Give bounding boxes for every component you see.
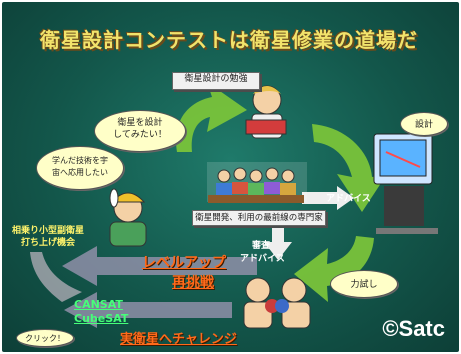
thinking-student-illustration	[109, 188, 147, 247]
rideshare-label: 相乗り小型副衛星 打ち上げ機会	[12, 226, 85, 248]
experts-label-box: 衛星開発、利用の最前線の専門家	[192, 210, 326, 226]
student-reading-illustration	[245, 85, 287, 139]
page-title: 衛星設計コンテストは衛星修業の道場だ	[40, 28, 418, 52]
real-satellite-link[interactable]: 実衛星へチャレンジ	[120, 332, 237, 347]
rechallenge-link[interactable]: 再挑戦	[172, 275, 214, 291]
cycle-arrow-top-left	[176, 82, 247, 152]
cycle-arrow-top-right	[312, 124, 387, 212]
advice-right-label: アドバイス	[326, 194, 371, 204]
click-bubble[interactable]: クリック！	[16, 329, 74, 347]
advice-bottom-label: アドバイス	[240, 254, 285, 264]
review-label: 審査	[252, 241, 271, 251]
cubesat-link[interactable]: CubeSAT	[74, 312, 129, 325]
power-test-illustration	[243, 277, 311, 329]
advice-arrow-right	[302, 186, 354, 210]
study-label: 衛星設計の勉強	[184, 74, 248, 84]
cycle-arrow-bottom-right	[294, 236, 374, 302]
return-arrow-left	[30, 252, 82, 302]
challenge-arrow	[64, 292, 232, 328]
apply-space-bubble: 学んだ技術を宇 宙へ応用したい	[36, 146, 124, 190]
experts-label: 衛星開発、利用の最前線の専門家	[195, 213, 323, 223]
want-design-bubble: 衛星を設計 してみたい！	[94, 110, 186, 152]
experts-audience-illustration	[207, 162, 307, 203]
level-up-link[interactable]: レベルアップ	[142, 255, 226, 271]
copyright-label: ©Satc	[382, 316, 445, 341]
computer-design-illustration	[373, 133, 438, 234]
study-label-box: 衛星設計の勉強	[172, 72, 260, 90]
cansat-link[interactable]: CANSAT	[74, 298, 123, 311]
level-up-arrow	[62, 246, 257, 286]
design-bubble: 設計	[400, 112, 448, 136]
review-arrow-down	[264, 212, 292, 260]
power-test-bubble: 力試し	[330, 270, 398, 298]
